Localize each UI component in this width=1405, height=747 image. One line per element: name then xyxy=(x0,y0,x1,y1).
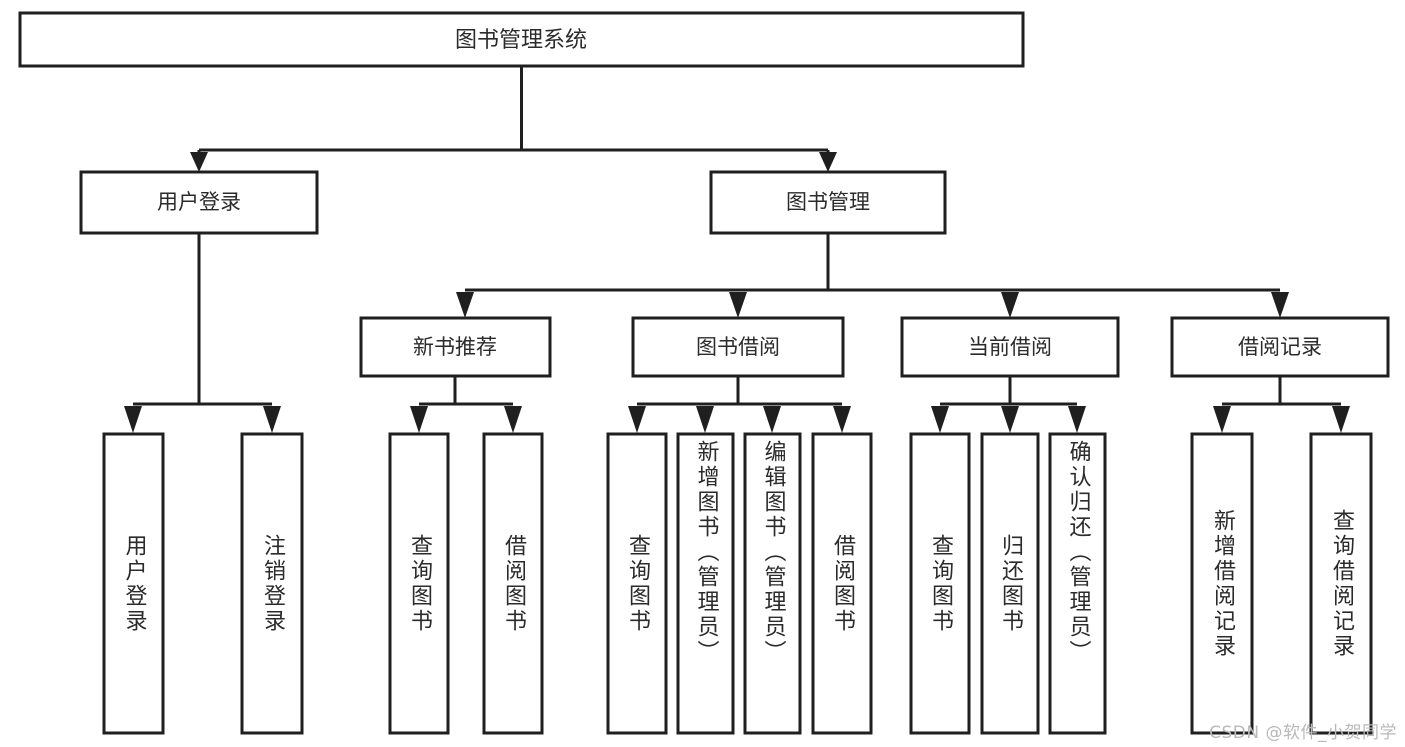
leaf-box-new-book-0[interactable] xyxy=(388,432,450,735)
node-root[interactable]: 图书管理系统 xyxy=(18,11,1025,68)
node-new-book-recommend[interactable]: 新书推荐 xyxy=(359,316,552,378)
leaf-box-current-2[interactable] xyxy=(1048,432,1107,735)
leaf-box-record-1[interactable] xyxy=(1309,432,1373,735)
node-book-manage[interactable]: 图书管理 xyxy=(709,170,947,235)
node-borrow-record-label: 借阅记录 xyxy=(1238,335,1322,359)
leaf-box-borrow-3[interactable] xyxy=(811,432,873,735)
node-book-borrow-label: 图书借阅 xyxy=(696,335,780,359)
node-user-login-label: 用户登录 xyxy=(157,190,241,214)
leaf-box-current-1[interactable] xyxy=(980,432,1040,735)
node-new-book-recommend-label: 新书推荐 xyxy=(413,335,497,359)
connector-group-new-book xyxy=(410,376,522,433)
leaf-box-borrow-2[interactable] xyxy=(743,432,802,735)
leaf-box-user-login-1[interactable] xyxy=(240,432,304,735)
leaf-box-current-0[interactable] xyxy=(909,432,971,735)
node-current-borrow-label: 当前借阅 xyxy=(968,335,1052,359)
leaf-box-borrow-1[interactable] xyxy=(676,432,735,735)
leaf-box-new-book-1[interactable] xyxy=(482,432,544,735)
connector-group-user-login xyxy=(124,233,281,433)
connector-group-current-borrow xyxy=(931,376,1086,433)
leaf-box-user-login-0[interactable] xyxy=(102,432,165,735)
node-user-login[interactable]: 用户登录 xyxy=(79,170,319,235)
connector-group-root xyxy=(190,66,837,172)
node-root-label: 图书管理系统 xyxy=(455,28,587,53)
node-current-borrow[interactable]: 当前借阅 xyxy=(900,316,1120,378)
leaf-box-record-0[interactable] xyxy=(1190,432,1254,735)
node-book-borrow[interactable]: 图书借阅 xyxy=(631,316,845,378)
leaf-box-borrow-0[interactable] xyxy=(606,432,668,735)
connector-group-borrow-record xyxy=(1213,376,1350,433)
connector-group-book-manage xyxy=(456,233,1289,318)
csdn-watermark: CSDN @软件_小贺同学 xyxy=(1209,723,1397,743)
connector-group-borrow xyxy=(628,376,851,433)
node-borrow-record[interactable]: 借阅记录 xyxy=(1170,316,1390,378)
node-book-manage-label: 图书管理 xyxy=(786,190,870,214)
